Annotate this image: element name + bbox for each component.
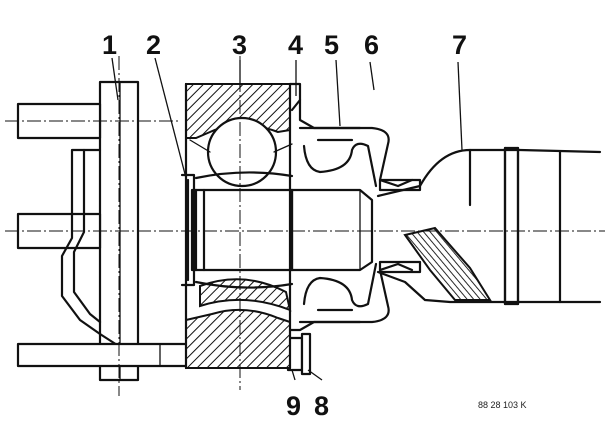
callout-7: 7 bbox=[452, 30, 467, 60]
callout-4: 4 bbox=[288, 30, 303, 60]
joint-inner-hub bbox=[180, 171, 374, 289]
rubber-boot bbox=[298, 126, 422, 324]
figure-reference-code: 88 28 103 K bbox=[478, 400, 527, 410]
joint-ball bbox=[189, 116, 293, 188]
callout-6: 6 bbox=[364, 30, 379, 60]
callout-labels: 1 2 3 4 5 6 7 8 9 88 28 103 K bbox=[102, 30, 527, 421]
callout-8: 8 bbox=[314, 391, 329, 421]
callout-2: 2 bbox=[146, 30, 161, 60]
callout-3: 3 bbox=[232, 30, 247, 60]
centerlines bbox=[5, 56, 605, 396]
callout-1: 1 bbox=[102, 30, 117, 60]
callout-5: 5 bbox=[324, 30, 339, 60]
leader-lines bbox=[111, 57, 463, 381]
shaft-section-hatched bbox=[403, 226, 492, 301]
axle-shaft bbox=[376, 146, 602, 306]
callout-9: 9 bbox=[286, 391, 301, 421]
